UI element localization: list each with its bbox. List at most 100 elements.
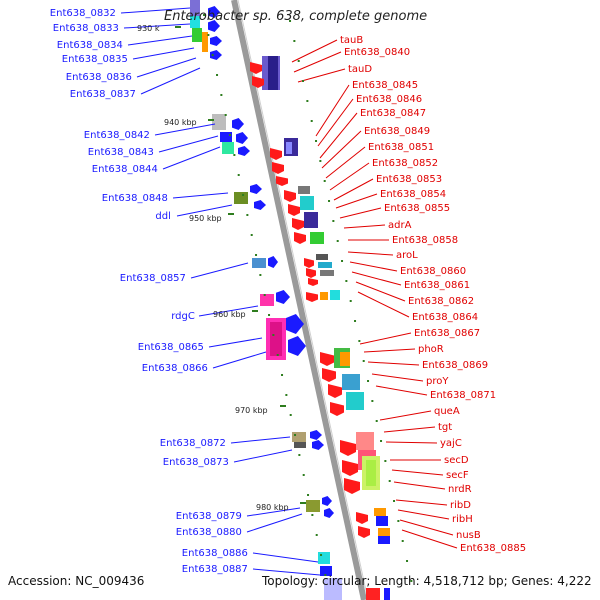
gene-feature	[306, 500, 320, 512]
leader-line-left	[246, 507, 301, 517]
gene-label-right: Ent638_0858	[392, 235, 458, 246]
axis-dot	[289, 414, 292, 416]
gene-feature	[252, 258, 266, 268]
gene-label-left: rdgC	[171, 311, 195, 322]
axis-dot	[341, 260, 344, 262]
gene-label-left: Ent638_0835	[62, 54, 128, 65]
axis-dot	[294, 434, 297, 436]
leader-line-right	[363, 348, 416, 353]
gene-feature	[310, 232, 324, 244]
axis-dot	[393, 500, 396, 502]
leader-line-right	[319, 112, 358, 159]
leader-line-right	[351, 271, 402, 286]
axis-dot	[397, 520, 400, 522]
axis-dot	[293, 40, 296, 42]
leader-line-right	[393, 481, 446, 490]
leader-line-left	[190, 262, 249, 279]
scale-label: 960 kbp	[213, 310, 246, 319]
leader-line-left	[252, 568, 321, 576]
scale-label: 930 k	[137, 24, 160, 33]
axis-dot	[237, 174, 240, 176]
gene-label-right: Ent638_0867	[414, 328, 480, 339]
gene-label-left: Ent638_0844	[92, 164, 158, 175]
gene-feature	[222, 142, 234, 154]
axis-dot	[233, 154, 236, 156]
leader-line-left	[123, 23, 191, 29]
axis-dot	[319, 160, 322, 162]
axis-dot	[362, 360, 365, 362]
gene-feature	[378, 536, 390, 544]
gene-feature	[192, 28, 202, 42]
gene-feature	[234, 192, 248, 204]
plus-strand-arrow	[310, 430, 322, 440]
gene-feature	[378, 528, 390, 536]
minus-strand-arrow	[344, 478, 360, 494]
plus-strand-arrow	[276, 290, 290, 304]
axis-dot	[324, 574, 327, 576]
genome-axis	[231, 0, 367, 600]
leader-line-right	[371, 373, 424, 382]
axis-dot	[375, 420, 378, 422]
axis-dot	[224, 114, 227, 116]
gene-label-left: Ent638_0872	[160, 438, 226, 449]
leader-line-left	[172, 192, 229, 199]
gene-label-left: Ent638_0843	[88, 147, 154, 158]
gene-feature	[356, 432, 374, 450]
leader-line-right	[335, 193, 378, 209]
scale-label: 970 kbp	[235, 406, 268, 415]
gene-label-left: Ent638_0834	[57, 40, 123, 51]
leader-line-left	[246, 513, 303, 533]
leader-line-left	[162, 146, 221, 170]
gene-label-right: nrdR	[448, 484, 472, 495]
leader-line-left	[212, 351, 267, 369]
leader-line-right	[293, 51, 342, 73]
plus-strand-arrow	[254, 200, 266, 210]
axis-dot	[229, 134, 232, 136]
gene-label-left: Ent638_0832	[50, 8, 116, 19]
leader-line-right	[347, 251, 394, 256]
plus-strand-arrow	[324, 508, 334, 518]
gene-label-right: Ent638_0840	[344, 47, 410, 58]
minus-strand-arrow	[292, 218, 304, 230]
minus-strand-arrow	[330, 402, 344, 416]
gene-feature	[268, 56, 278, 90]
topology-text: Topology: circular; Length: 4,518,712 bp…	[262, 574, 592, 588]
gene-label-right: Ent638_0861	[404, 280, 470, 291]
gene-label-right: Ent638_0855	[384, 203, 450, 214]
leader-line-left	[132, 47, 195, 60]
leader-line-left	[252, 552, 319, 563]
gene-feature	[190, 16, 200, 28]
minus-strand-arrow	[322, 368, 336, 382]
gene-feature	[202, 32, 208, 52]
gene-label-right: Ent638_0845	[352, 80, 418, 91]
minus-strand-arrow	[276, 176, 288, 186]
gene-feature	[318, 552, 330, 564]
page-title: Enterobacter sp. 638, complete genome	[164, 9, 428, 24]
leader-line-left	[154, 123, 216, 136]
leader-line-left	[136, 57, 197, 78]
gene-feature	[320, 566, 332, 576]
leader-line-right	[343, 224, 386, 229]
axis-dot	[307, 494, 310, 496]
gene-feature	[330, 290, 340, 300]
axis-dot	[358, 340, 361, 342]
scale-label: 950 kbp	[189, 214, 222, 223]
gene-label-right: secD	[444, 455, 469, 466]
gene-label-right: tgt	[438, 422, 452, 433]
gene-label-right: ribD	[450, 500, 471, 511]
plus-strand-arrow	[322, 496, 332, 506]
gene-label-right: queA	[434, 406, 460, 417]
gene-label-right: Ent638_0862	[408, 296, 474, 307]
axis-dot	[345, 280, 348, 282]
axis-dot	[406, 560, 409, 562]
gene-feature	[324, 578, 342, 600]
gene-label-right: yajC	[440, 438, 462, 449]
minus-strand-arrow	[250, 62, 262, 74]
plus-strand-arrow	[208, 6, 220, 18]
minus-strand-arrow	[342, 460, 358, 476]
axis-dot	[259, 274, 262, 276]
leader-line-right	[291, 39, 338, 63]
gene-label-left: Ent638_0880	[176, 527, 242, 538]
axis-dot	[211, 54, 214, 56]
axis-dot	[401, 540, 404, 542]
